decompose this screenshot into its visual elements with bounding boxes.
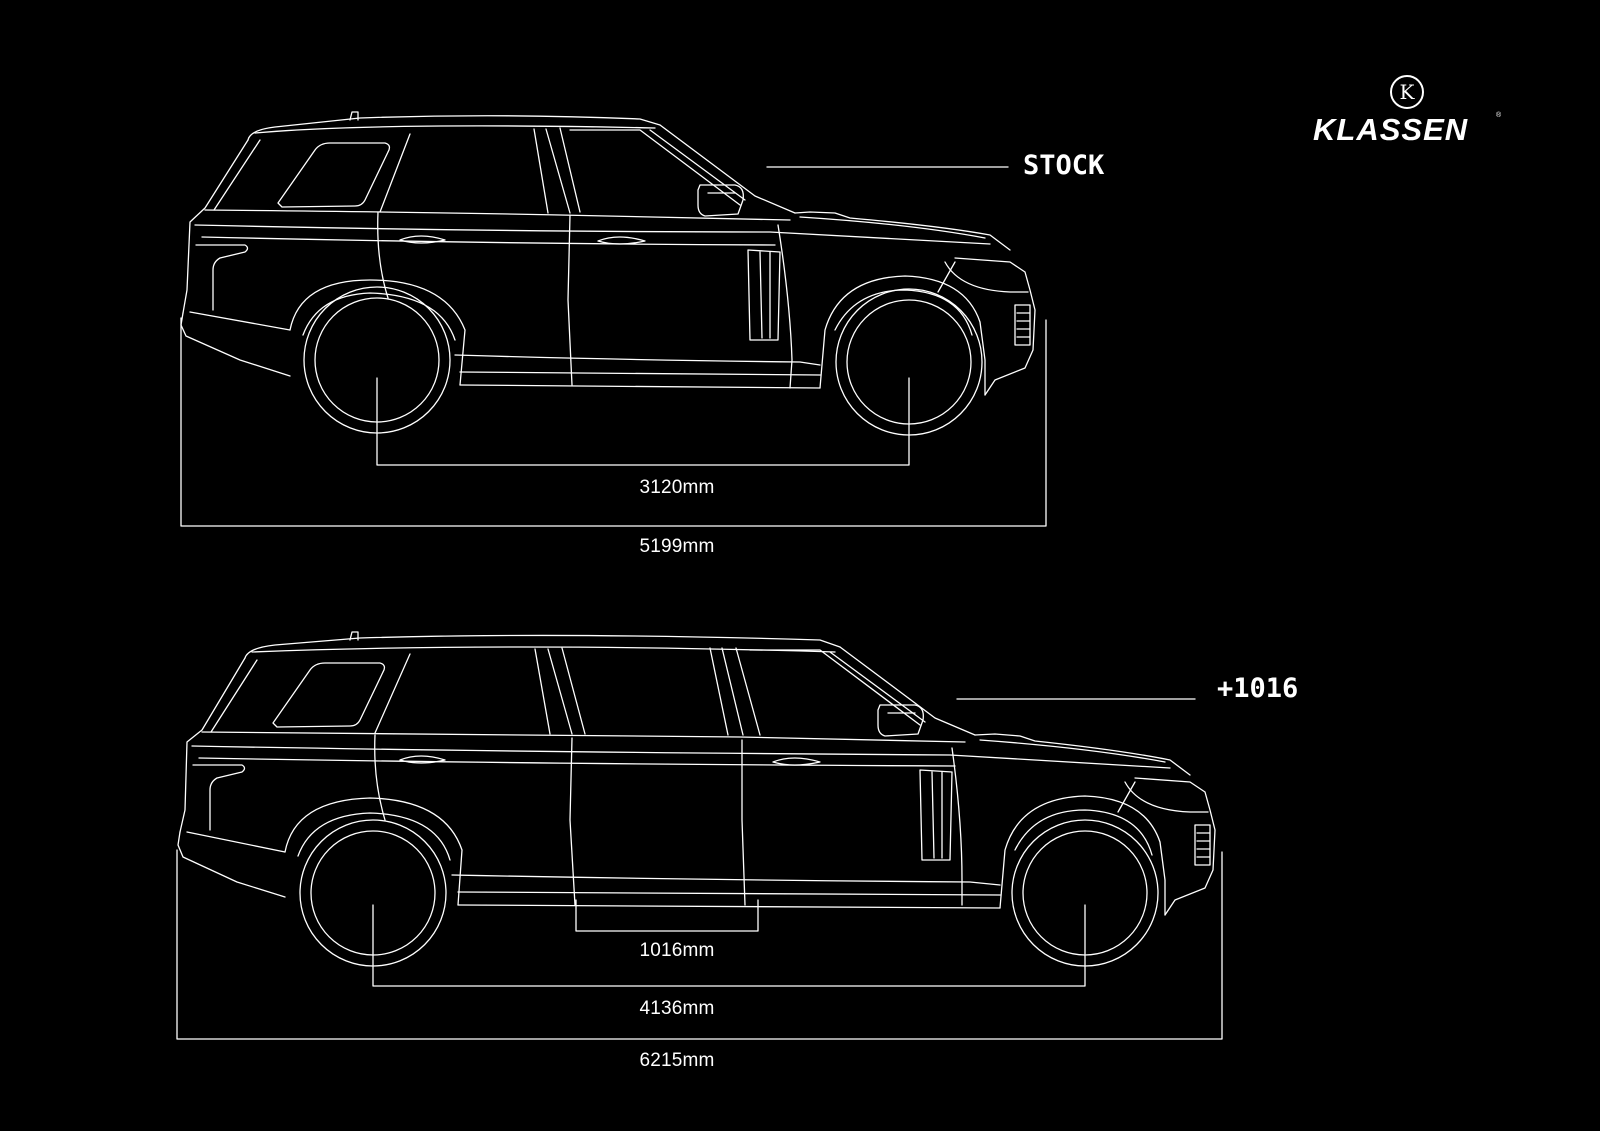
brand-logo-badge: K [1390,75,1424,109]
extension-length-label: 1016mm [639,940,715,961]
extended-dimension-lines [176,698,1223,1040]
stock-version-label: STOCK [1023,150,1105,181]
extended-version-label: +1016 [1217,673,1299,704]
extended-length-label: 6215mm [639,1050,715,1071]
stock-dimension-lines [180,166,1047,527]
extended-wheelbase-label: 4136mm [639,998,715,1019]
registered-mark: ® [1496,112,1502,119]
stock-length-label: 5199mm [639,536,715,557]
brand-name: KLASSEN [1313,112,1469,147]
brand-logo-letter: K [1399,80,1415,104]
extended-vehicle-outline [177,631,1216,967]
stock-vehicle-outline [180,111,1036,436]
stock-wheelbase-label: 3120mm [639,477,715,498]
